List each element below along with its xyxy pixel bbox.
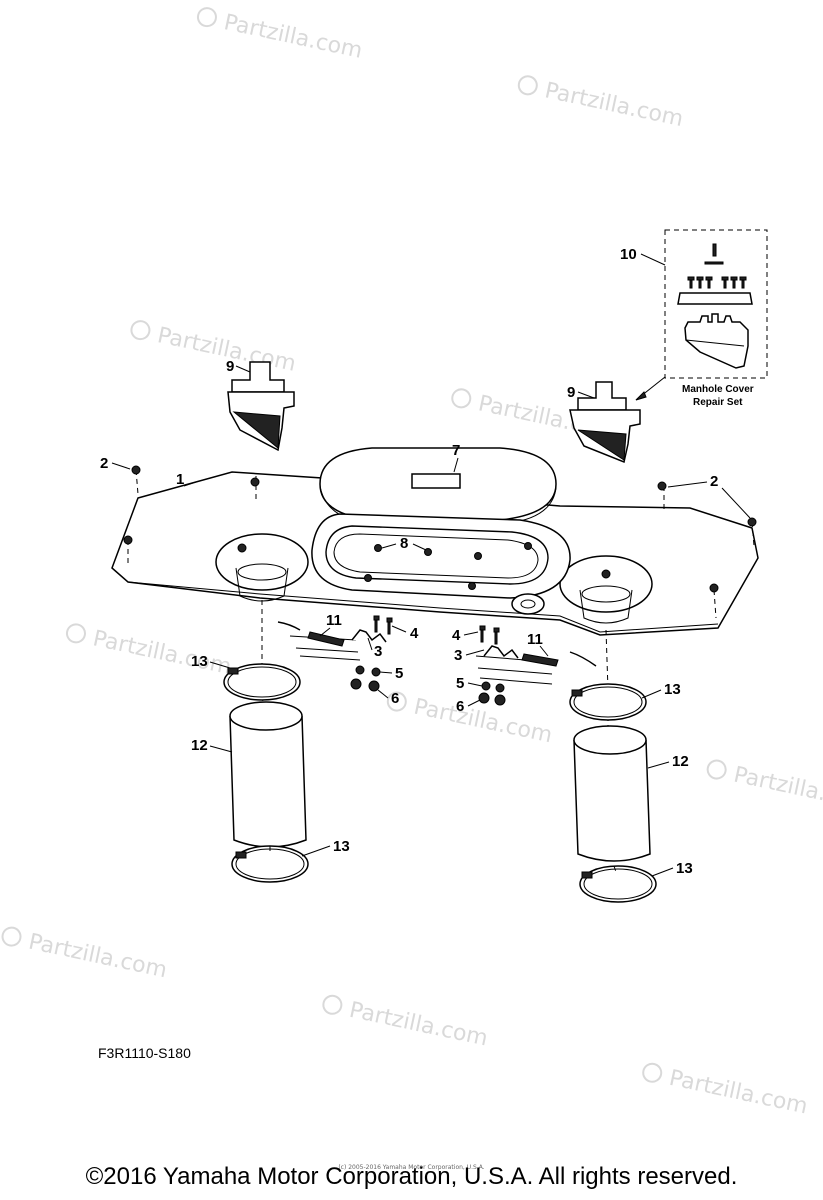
callout-6-right[interactable]: 6 [456,698,464,715]
hose-clamp-right-bottom [579,865,657,903]
svg-text:Partzilla.com: Partzilla.com [731,763,823,817]
cap-left [227,361,295,452]
svg-text:Manhole Cover: Manhole Cover [682,384,754,395]
svg-text:Partzilla.com: Partzilla.com [26,930,169,984]
fine-print: (c) 2005-2016 Yamaha Motor Corporation, … [338,1164,485,1171]
hose-tube-right [573,725,651,862]
callout-13-right-bottom[interactable]: 13 [676,860,693,877]
svg-text:Partzilla.com: Partzilla.com [542,78,685,132]
svg-text:Partzilla.com: Partzilla.com [667,1066,810,1120]
screw-group-8 [364,542,532,590]
callout-13-left-top[interactable]: 13 [191,653,208,670]
diagram-code: F3R1110-S180 [98,1045,191,1061]
svg-text:Repair Set: Repair Set [693,397,743,408]
watermark: Partzilla.com [322,994,490,1052]
watermark: Partzilla.com [706,759,823,817]
hardware-left [277,615,393,692]
callout-13-right-top[interactable]: 13 [664,681,681,698]
callout-5-left[interactable]: 5 [395,665,403,682]
callout-1[interactable]: 1 [176,471,184,488]
hose-clamp-right-top [569,683,647,721]
callout-4-right[interactable]: 4 [452,627,461,644]
deck-hole-right [559,555,653,624]
repair-set-box: Manhole Cover Repair Set [664,229,768,408]
callout-3-left[interactable]: 3 [374,643,382,660]
watermark: Partzilla.com [642,1062,810,1120]
manhole-cover [319,447,557,525]
callout-12-left[interactable]: 12 [191,737,208,754]
hardware-right [475,625,597,706]
callout-10[interactable]: 10 [620,246,637,263]
hose-clamp-left-bottom [231,845,309,883]
callout-12-right[interactable]: 12 [672,753,689,770]
callout-13-left-bottom[interactable]: 13 [333,838,350,855]
screw-set-icon [687,276,747,289]
callout-9-left[interactable]: 9 [226,358,234,375]
watermark: Partzilla.com [130,320,298,377]
cover-seal-icon [684,313,749,369]
callout-11-right[interactable]: 11 [527,631,543,648]
manhole-ring [311,513,571,615]
watermark: Partzilla.com [517,75,685,132]
svg-text:Partzilla.com: Partzilla.com [91,626,234,680]
callout-9-right[interactable]: 9 [567,384,575,401]
callout-4-left[interactable]: 4 [410,625,419,642]
watermark: Partzilla.com [65,623,234,680]
cap-right [569,381,641,464]
callout-2-right[interactable]: 2 [710,473,718,490]
callout-5-right[interactable]: 5 [456,675,464,692]
gasket-strip-icon [677,292,753,305]
watermark: Partzilla.com [196,7,365,64]
watermark: Partzilla.com [1,926,169,984]
callout-7[interactable]: 7 [452,442,460,459]
hose-tube-left [229,701,307,848]
callout-2-left[interactable]: 2 [100,455,108,472]
hose-clamp-left-top [223,663,301,701]
svg-text:Partzilla.com: Partzilla.com [222,10,365,64]
copyright-notice: ©2016 Yamaha Motor Corporation, U.S.A. A… [85,1163,738,1190]
watermark: Partzilla.com [386,691,554,748]
callout-6-left[interactable]: 6 [391,690,399,707]
svg-text:Partzilla.com: Partzilla.com [347,998,490,1052]
screw-group-2 [123,465,757,593]
callout-11-left[interactable]: 11 [326,612,342,629]
callout-3-right[interactable]: 3 [454,647,462,664]
callout-8[interactable]: 8 [400,535,408,552]
